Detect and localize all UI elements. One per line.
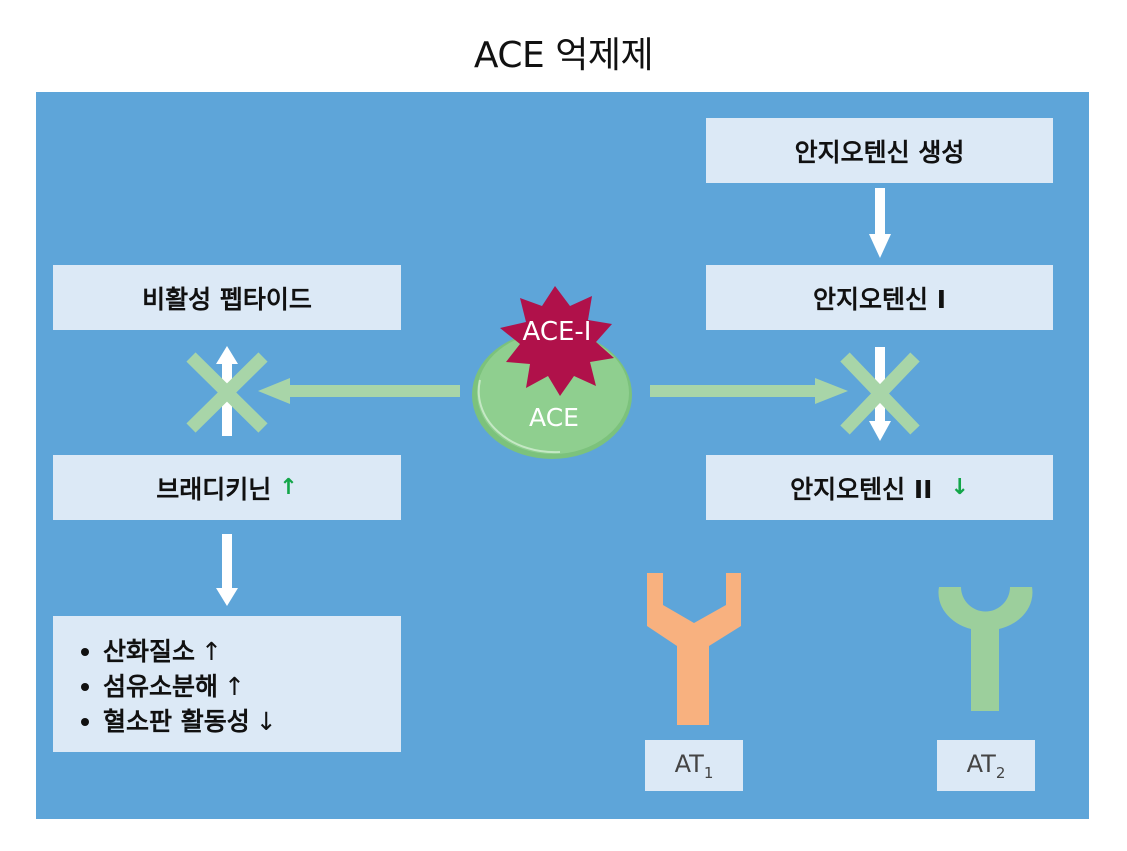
bradykinin-label: 브래디키닌 [156, 474, 272, 504]
decrease-arrow-icon: ↓ [255, 707, 277, 736]
bullet-icon [81, 682, 89, 691]
diagram-title: ACE 억제제 [473, 35, 654, 76]
angiotensin-2-label: 안지오텐신 II [790, 474, 933, 504]
block-x-icon-right [840, 352, 920, 435]
inactive-peptide-label: 비활성 펩타이드 [142, 284, 312, 314]
ace-inhibitor-star-icon [500, 286, 614, 396]
arrow-down-bradykinin-to-effects [216, 534, 238, 606]
bradykinin-box: 브래디키닌 ↑ [53, 455, 401, 520]
at2-label-box: AT2 [937, 740, 1035, 791]
angiotensinogen-box: 안지오텐신 생성 [706, 118, 1053, 183]
bullet-icon [81, 717, 89, 726]
effect-item-platelet-activity: 혈소판 활동성 ↓ [81, 704, 401, 739]
increase-arrow-icon: ↑ [201, 637, 222, 666]
angiotensin-1-label: 안지오텐신 I [812, 284, 946, 314]
ace-enzyme-label: ACE [529, 403, 579, 432]
inactive-peptide-box: 비활성 펩타이드 [53, 265, 401, 330]
at1-label: AT1 [674, 749, 714, 782]
bullet-icon [81, 647, 89, 656]
decrease-arrow-icon: ↓ [950, 475, 969, 500]
ace-inhibitor-label: ACE-I [522, 317, 592, 347]
effect-item-fibrinolysis: 섬유소분해 ↑ [81, 669, 401, 704]
increase-arrow-icon: ↑ [224, 672, 245, 701]
block-x-icon-left [186, 352, 268, 433]
ace-arrow-right [650, 378, 848, 404]
angiotensin-1-box: 안지오텐신 I [706, 265, 1053, 330]
effect-item-nitric-oxide: 산화질소 ↑ [81, 634, 401, 669]
arrow-down-angiotensinogen-to-ang1 [869, 188, 891, 258]
increase-arrow-icon: ↑ [279, 475, 298, 500]
angiotensin-2-box: 안지오텐신 II ↓ [706, 455, 1053, 520]
bradykinin-effects-box: 산화질소 ↑ 섬유소분해 ↑ 혈소판 활동성 ↓ [53, 616, 401, 752]
at2-label: AT2 [966, 749, 1006, 782]
ace-arrow-left [258, 378, 460, 404]
angiotensinogen-label: 안지오텐신 생성 [794, 137, 965, 167]
at1-label-box: AT1 [645, 740, 743, 791]
